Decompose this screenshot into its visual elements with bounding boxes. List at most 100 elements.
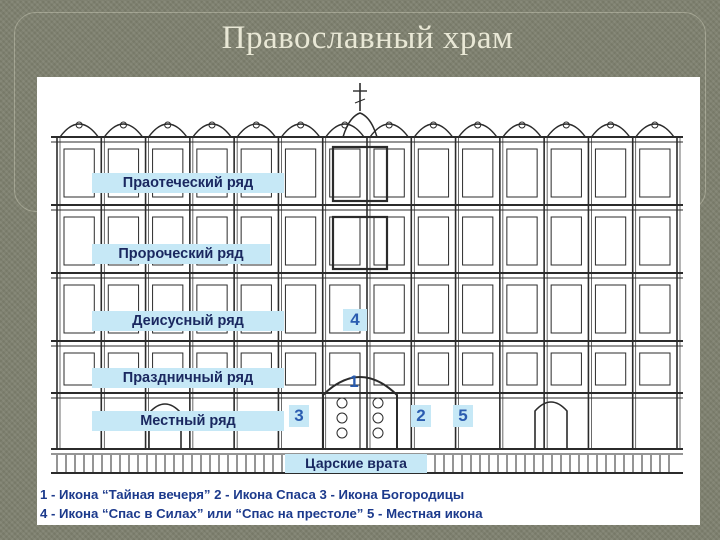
icon-panel [417, 352, 450, 386]
icon-panel [373, 148, 405, 198]
royal-doors-ornament [336, 397, 348, 409]
arch-ornament [164, 121, 172, 129]
cross-foot [354, 98, 366, 104]
arch-ornament [297, 121, 305, 129]
icon-panel [594, 216, 627, 266]
icon-panel [63, 284, 95, 334]
top-arch [635, 123, 675, 138]
icon-panel [284, 148, 317, 198]
marker-3: 3 [289, 405, 309, 427]
icon-panel [63, 216, 95, 266]
row-label-local: Местный ряд [92, 411, 284, 431]
top-arch [413, 123, 454, 138]
icon-panel [506, 352, 538, 386]
top-arch [59, 123, 99, 138]
icon-panel [329, 216, 361, 266]
royal-doors-label: Царские врата [285, 454, 427, 473]
marker-5: 5 [453, 405, 473, 427]
arch-ornament [651, 121, 659, 129]
royal-doors-outline [322, 376, 398, 450]
icon-panel [152, 284, 184, 334]
row-label-feasts: Праздничный ряд [92, 368, 284, 388]
legend-line-1: 1 - Икона “Тайная вечеря” 2 - Икона Спас… [40, 487, 465, 502]
top-arch [148, 123, 188, 138]
row-label-deesis: Деисусный ряд [92, 311, 284, 331]
icon-panel [506, 216, 538, 266]
icon-panel [639, 216, 671, 266]
marker-1: 1 [349, 372, 359, 391]
icon-panel [240, 284, 272, 334]
iconostasis-diagram: Праотеческий ряд Пророческий ряд Деисусн… [37, 77, 700, 525]
icon-panel [417, 284, 450, 334]
icon-panel [462, 216, 494, 266]
icon-panel [63, 148, 95, 198]
icon-panel [284, 216, 317, 266]
legend-line-2: 4 - Икона “Спас в Силах” или “Спас на пр… [40, 506, 483, 521]
icon-panel [152, 216, 184, 266]
arch-ornament [385, 121, 393, 129]
marker-2: 2 [411, 405, 431, 427]
icon-panel [594, 148, 627, 198]
icon-panel [550, 148, 582, 198]
icon-panel [462, 352, 494, 386]
row-label-forefathers: Праотеческий ряд [92, 173, 284, 193]
icon-panel [107, 216, 140, 266]
royal-doors-ornament [372, 412, 384, 424]
icon-panel [550, 284, 582, 334]
icon-panel [639, 352, 671, 386]
icon-panel [329, 148, 361, 198]
icon-panel [373, 216, 405, 266]
icon-panel [550, 216, 582, 266]
legend: 1 - Икона “Тайная вечеря” 2 - Икона Спас… [37, 485, 700, 525]
arch-ornament [208, 121, 216, 129]
arch-ornament [562, 121, 570, 129]
arch-ornament [75, 121, 83, 129]
royal-doors-ornament [336, 412, 348, 424]
icon-panel [550, 352, 582, 386]
icon-panel [240, 216, 272, 266]
icon-panel [284, 352, 317, 386]
icon-panel [594, 352, 627, 386]
top-arch [192, 123, 232, 138]
arch-ornament [429, 121, 437, 129]
top-arch [280, 123, 321, 138]
central-icon-frame [331, 145, 389, 203]
top-arch [236, 123, 276, 138]
icon-panel [639, 148, 671, 198]
arch-ornament [518, 121, 526, 129]
icon-panel [373, 284, 405, 334]
arch-ornament [252, 121, 260, 129]
icon-panel [462, 284, 494, 334]
central-icon-frame [331, 215, 389, 271]
top-arch [325, 123, 365, 138]
slide-title: Православный храм [221, 20, 514, 56]
arch-ornament [119, 121, 127, 129]
royal-doors-ornament [372, 397, 384, 409]
icon-panel [506, 284, 538, 334]
arch-ornament [607, 121, 615, 129]
side-door [534, 401, 568, 449]
icon-panel [107, 284, 140, 334]
icon-panel [594, 284, 627, 334]
top-arch [369, 123, 409, 138]
icon-panel [462, 148, 494, 198]
icon-panel [506, 148, 538, 198]
crown-ornament [342, 112, 378, 138]
icon-panel [284, 284, 317, 334]
top-arch [590, 123, 631, 138]
icon-panel [63, 352, 95, 386]
icon-panel [196, 284, 228, 334]
icon-panel [417, 216, 450, 266]
royal-doors-ornament [372, 427, 384, 439]
icon-panel [373, 352, 405, 386]
row-label-prophets: Пророческий ряд [92, 244, 270, 264]
icon-panel [329, 352, 361, 386]
top-arch [546, 123, 586, 138]
marker-4: 4 [343, 309, 367, 331]
icon-panel [639, 284, 671, 334]
top-arch [103, 123, 144, 138]
royal-doors-ornament [336, 427, 348, 439]
arch-ornament [474, 121, 482, 129]
top-arch [502, 123, 542, 138]
icon-panel [417, 148, 450, 198]
